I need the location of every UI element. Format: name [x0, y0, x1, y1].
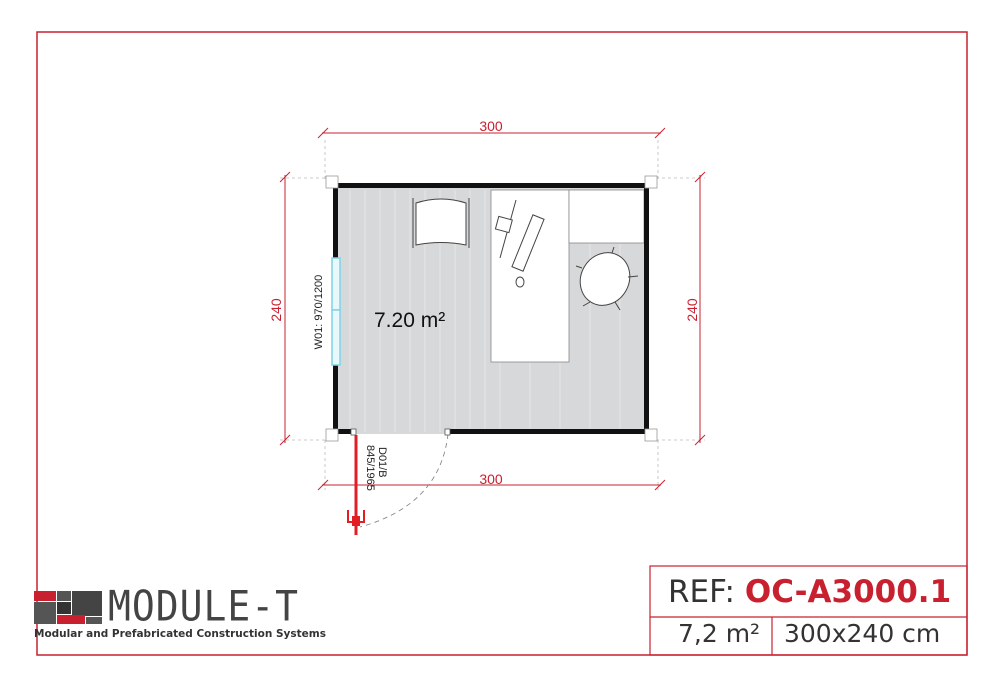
dimension-left: 240 — [268, 298, 284, 322]
door-label-line2: 845/1965 — [364, 445, 376, 491]
desk — [490, 189, 570, 363]
cabinet — [568, 189, 645, 244]
logo-wordmark: MODULE-T — [108, 581, 300, 631]
corner-posts — [325, 175, 658, 442]
area-value: 7,2 m² — [678, 619, 761, 648]
door-swing-arc — [359, 433, 449, 528]
size-value: 300x240 cm — [784, 619, 941, 648]
ref-code: OC-A3000.1 — [744, 574, 952, 610]
office-chair-icon — [575, 246, 639, 311]
window-label: W01: 970/1200 — [313, 275, 325, 350]
door-label-line1: D01/B — [376, 447, 388, 478]
room-area-label: 7.20 m² — [374, 309, 445, 332]
dimension-right: 240 — [684, 298, 700, 322]
dimension-lines — [279, 127, 706, 491]
chair-icon — [412, 198, 470, 248]
ref-row: REF: OC-A3000.1 — [668, 574, 951, 610]
dimension-top: 300 — [479, 118, 503, 134]
window-w01 — [331, 257, 341, 366]
title-block — [649, 565, 968, 656]
extension-lines — [280, 140, 705, 490]
door-jamb — [350, 428, 357, 436]
drawing-frame — [36, 31, 968, 656]
monitor-keyboard-icon — [494, 199, 545, 288]
door-jamb — [444, 428, 451, 436]
logo-tagline: Modular and Prefabricated Construction S… — [34, 628, 326, 640]
dimension-bottom: 300 — [479, 471, 503, 487]
ref-label: REF: — [668, 574, 735, 610]
entrance-arrow-icon — [347, 435, 365, 535]
logo-mark — [34, 591, 102, 624]
